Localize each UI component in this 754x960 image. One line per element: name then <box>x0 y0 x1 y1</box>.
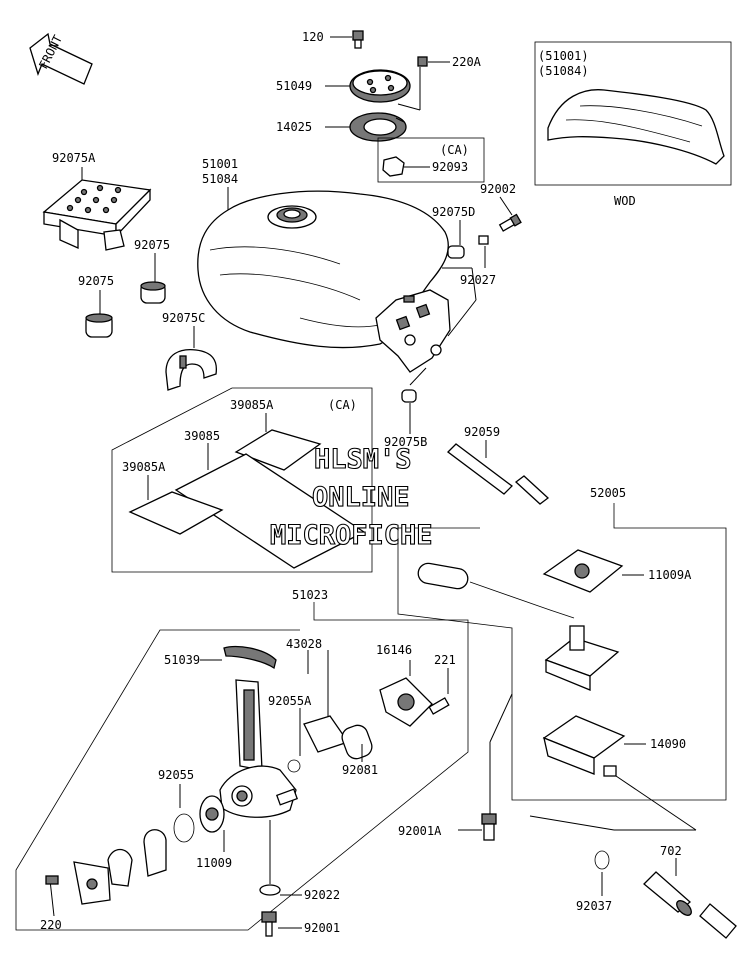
inset-wod-box <box>534 41 732 186</box>
callout-14025: 14025 <box>276 120 312 134</box>
sender-52005 <box>397 503 727 831</box>
callout-11009A: 11009A <box>648 568 692 582</box>
callout-220A: 220A <box>452 55 482 69</box>
callout-92055A: 92055A <box>268 694 312 708</box>
callout-ca-1: (CA) <box>440 143 469 157</box>
callout-92075C: 92075C <box>162 311 205 325</box>
watermark-line2: ONLINE <box>312 482 410 513</box>
callout-92075D: 92075D <box>432 205 475 219</box>
pad-92075A <box>42 167 152 251</box>
callout-92075-1: 92075 <box>134 238 170 252</box>
ca-decal-box <box>111 387 373 573</box>
callout-ca-2: (CA) <box>328 398 357 412</box>
damper-92075-1 <box>140 253 166 304</box>
callout-92037: 92037 <box>576 899 612 913</box>
callout-92002: 92002 <box>480 182 516 196</box>
damper-92075B <box>401 367 427 434</box>
clamp-92037 <box>594 850 610 896</box>
callout-39085A-2: 39085A <box>122 460 166 474</box>
inset-part-51084: (51084) <box>538 64 589 78</box>
collar-92027 <box>478 235 489 268</box>
callout-43028: 43028 <box>286 637 322 651</box>
callout-92055: 92055 <box>158 768 194 782</box>
callout-51023: 51023 <box>292 588 328 602</box>
callout-14090: 14090 <box>650 737 686 751</box>
inset-caption: WOD <box>614 194 636 208</box>
damper-92075-2 <box>85 290 113 338</box>
fuel-tank-51001 <box>197 187 451 373</box>
bolt-92001A <box>458 813 497 841</box>
callout-16146: 16146 <box>376 643 412 657</box>
callout-51001: 51001 <box>202 157 238 171</box>
callout-92081: 92081 <box>342 763 378 777</box>
callout-51084: 51084 <box>202 172 238 186</box>
callout-92027: 92027 <box>460 273 496 287</box>
callout-702: 702 <box>660 844 682 858</box>
fuel-cock-51023 <box>15 602 469 937</box>
cap-51049 <box>325 69 411 103</box>
callout-221: 221 <box>434 653 456 667</box>
hose-92059 <box>447 440 550 505</box>
front-arrow-icon: FRONT <box>29 33 93 85</box>
callout-92022: 92022 <box>304 888 340 902</box>
callout-39085: 39085 <box>184 429 220 443</box>
inset-part-51001: (51001) <box>538 49 589 63</box>
callout-120: 120 <box>302 30 324 44</box>
callout-39085A-1: 39085A <box>230 398 274 412</box>
callout-51049: 51049 <box>276 79 312 93</box>
callout-92059: 92059 <box>464 425 500 439</box>
bolt-92002 <box>498 196 522 232</box>
callout-51039: 51039 <box>164 653 200 667</box>
hose-702 <box>643 858 737 939</box>
callout-52005: 52005 <box>590 486 626 500</box>
callout-92075B: 92075B <box>384 435 427 449</box>
damper-92075D <box>442 220 477 337</box>
callout-92075A: 92075A <box>52 151 96 165</box>
ca-nut-92093 <box>377 137 485 183</box>
screw-220A <box>397 56 450 111</box>
watermark-line1: HLSM'S <box>314 444 412 475</box>
watermark-line3: MICROFICHE <box>270 520 433 551</box>
callout-92001A: 92001A <box>398 824 442 838</box>
callout-92093: 92093 <box>432 160 468 174</box>
callout-92001: 92001 <box>304 921 340 935</box>
callout-220: 220 <box>40 918 62 932</box>
clip-92075C <box>165 326 218 391</box>
gasket-14025 <box>325 112 407 142</box>
callout-92075-2: 92075 <box>78 274 114 288</box>
callout-11009: 11009 <box>196 856 232 870</box>
cap-bolt-120 <box>330 30 364 49</box>
